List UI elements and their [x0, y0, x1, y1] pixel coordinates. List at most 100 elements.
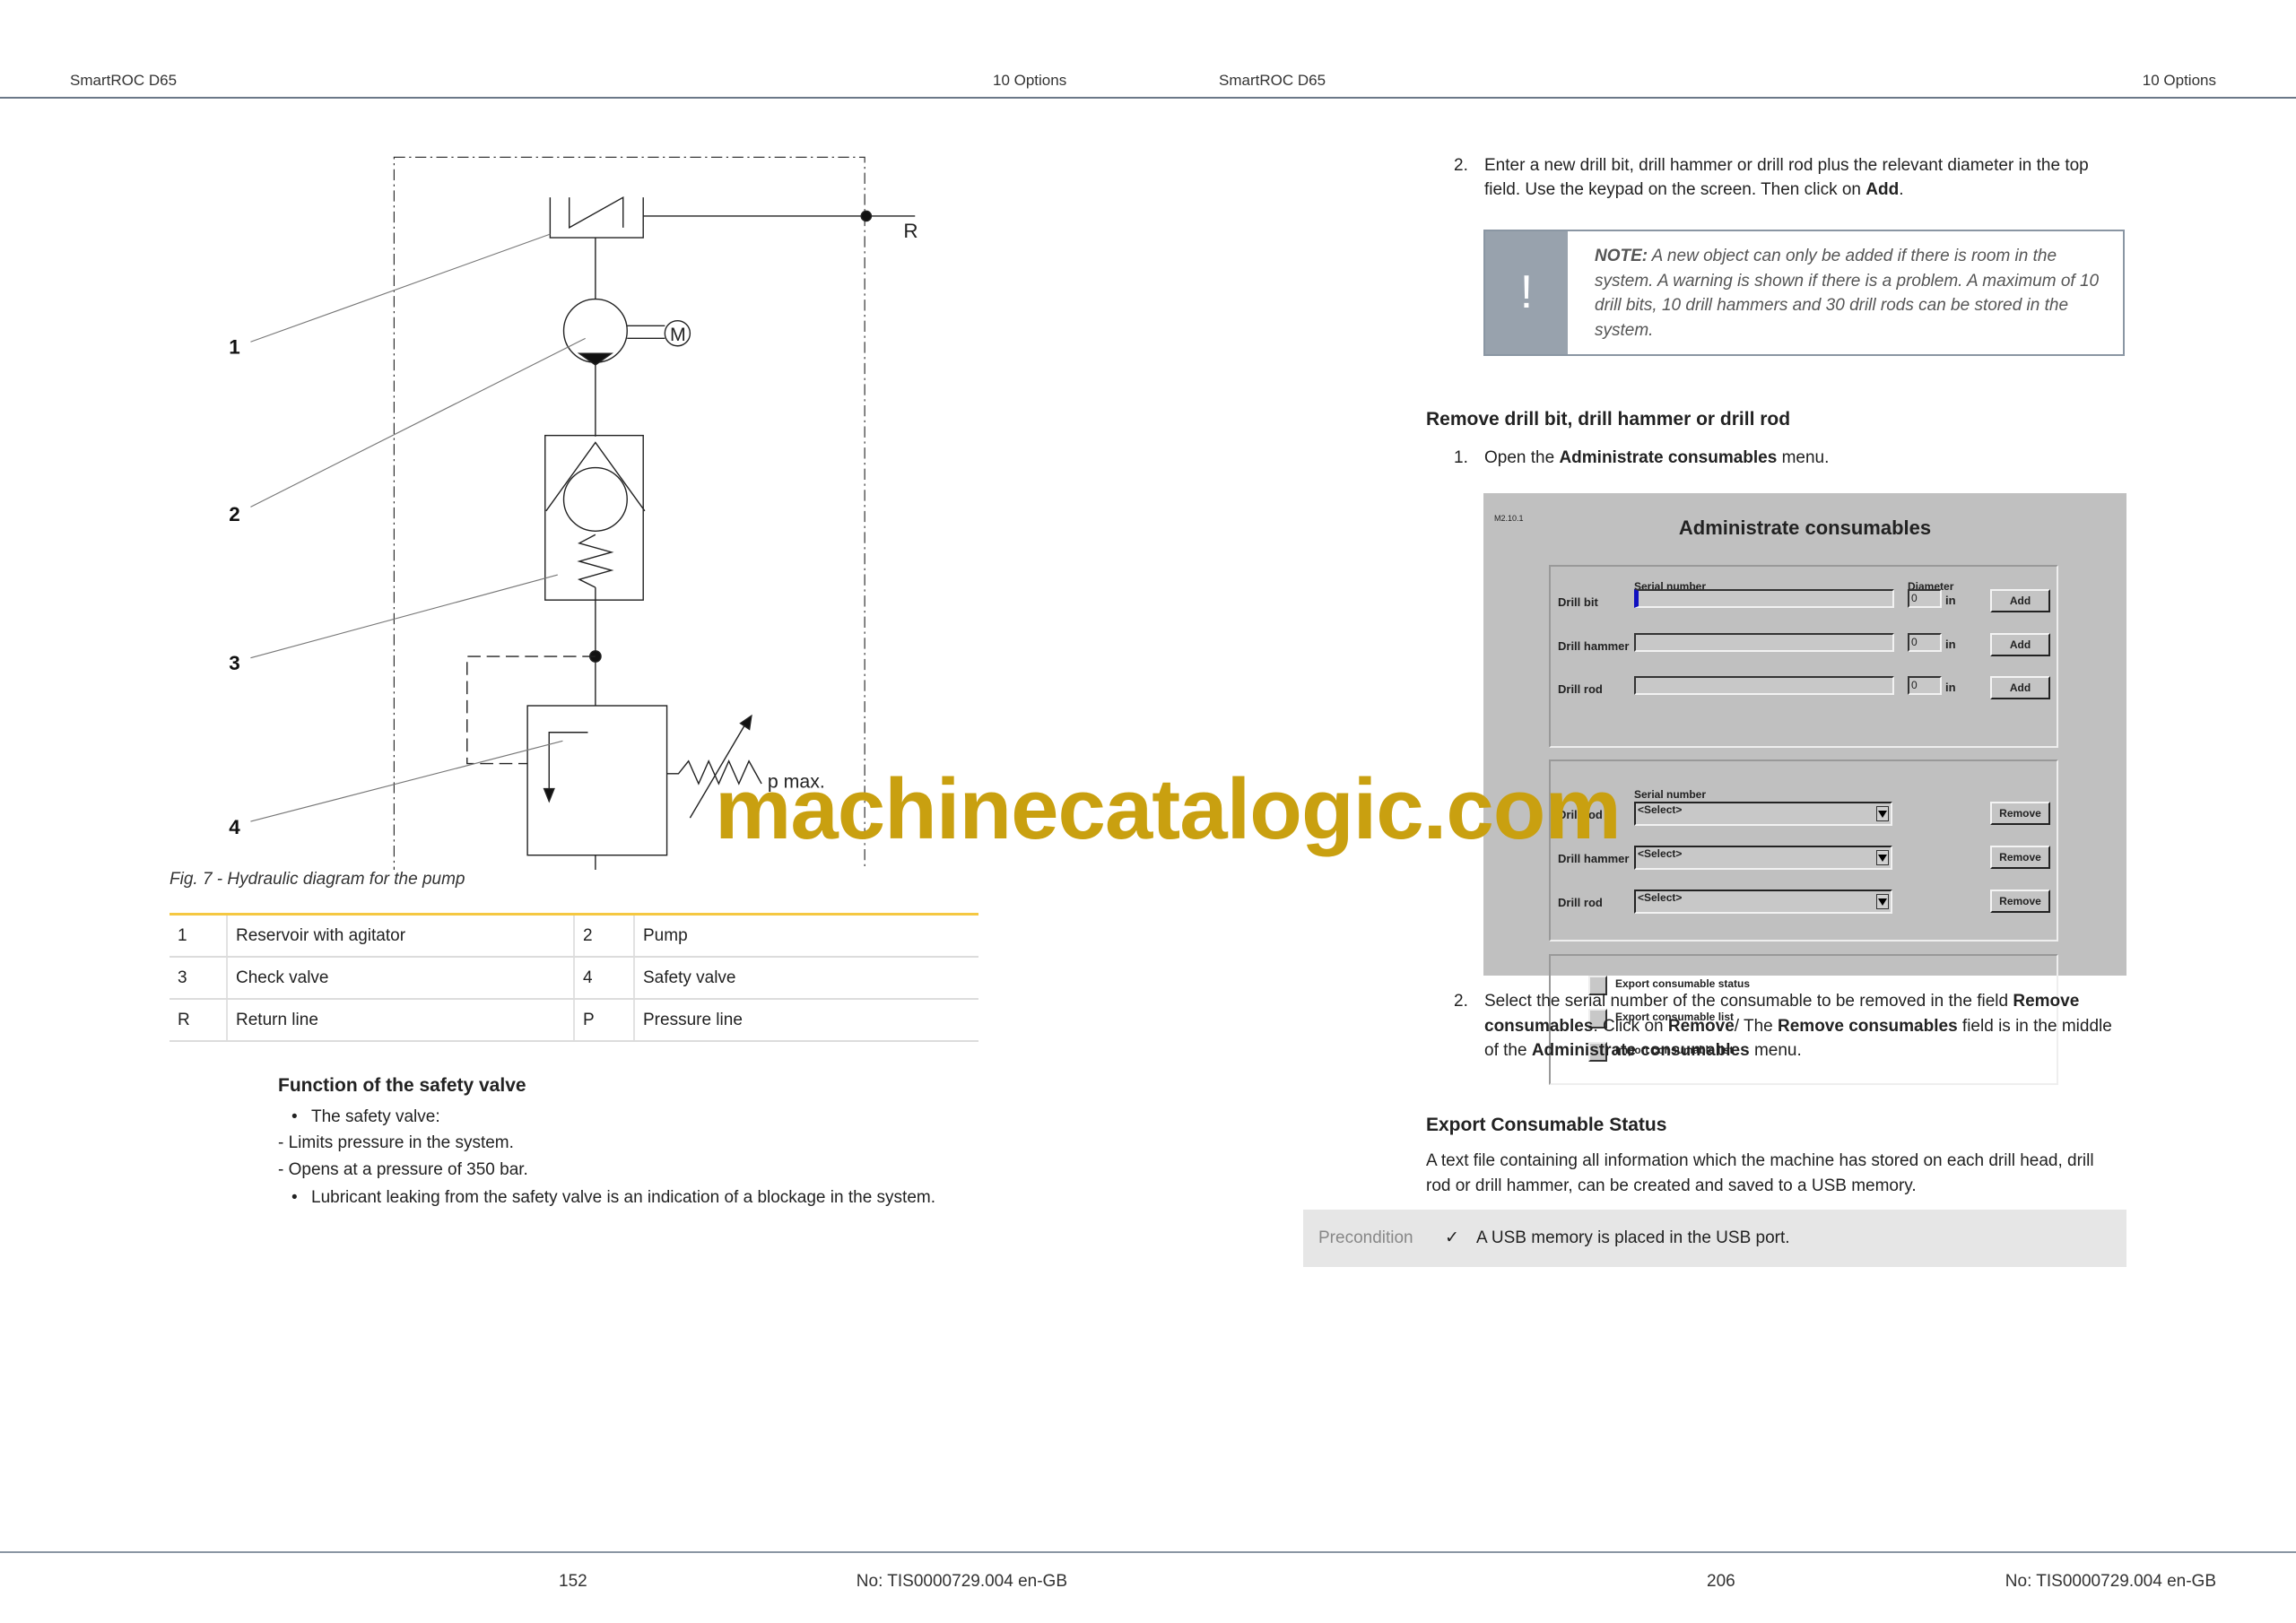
text: . Click on — [1593, 1017, 1668, 1036]
drill-hammer-diameter-input[interactable]: 0 — [1908, 633, 1942, 652]
add-drill-rod-button[interactable]: Add — [1990, 676, 2050, 699]
remove-drill-rod-button-2[interactable]: Remove — [1990, 890, 2050, 913]
export-list-checkbox[interactable] — [1588, 1009, 1607, 1028]
text: . — [1899, 180, 1904, 199]
chevron-down-icon[interactable] — [1876, 850, 1889, 865]
note-box: ! NOTE: A new object can only be added i… — [1483, 230, 2125, 356]
note-text: NOTE: A new object can only be added if … — [1595, 244, 2106, 343]
check-icon: ✓ — [1445, 1228, 1459, 1247]
precondition-box: Precondition ✓ A USB memory is placed in… — [1303, 1210, 2126, 1267]
figure-caption: Fig. 7 - Hydraulic diagram for the pump — [170, 870, 465, 889]
right-header-chapter: 10 Options — [2142, 72, 2216, 89]
emphasis: Administrate consumables — [1531, 1041, 1750, 1060]
step-text: field. Use the keypad on the screen. The… — [1484, 178, 1904, 203]
step-text: Open the Administrate consumables menu. — [1484, 446, 1829, 471]
step-number: 2. — [1454, 992, 1468, 1011]
callout-4: 4 — [229, 816, 240, 838]
drill-bit-serial-input[interactable] — [1634, 589, 1894, 608]
panel-title: Administrate consumables — [1678, 516, 1932, 539]
chevron-down-icon[interactable] — [1876, 894, 1889, 909]
chevron-down-icon[interactable] — [1876, 806, 1889, 821]
bullet-item: Lubricant leaking from the safety valve … — [311, 1188, 935, 1207]
legend-key: 3 — [170, 957, 228, 1000]
emphasis: Administrate consumables — [1559, 448, 1778, 467]
legend-key: 2 — [574, 913, 635, 958]
legend-value: Reservoir with agitator — [227, 913, 575, 958]
left-header-chapter: 10 Options — [993, 72, 1067, 89]
remove-group: Serial number Drill rod <Select> Remove … — [1549, 759, 2058, 942]
callout-3: 3 — [229, 652, 239, 674]
callout-leaders — [250, 233, 586, 822]
row-label: Drill hammer — [1558, 639, 1630, 653]
header-rule — [0, 97, 2296, 99]
select-value: <Select> — [1638, 847, 1683, 860]
remove-drill-hammer-select[interactable]: <Select> — [1634, 846, 1892, 870]
remove-drill-rod-button[interactable]: Remove — [1990, 802, 2050, 825]
legend-value: Pressure line — [634, 999, 978, 1042]
right-page-number: 206 — [1707, 1572, 1735, 1591]
step-text: consumables. Click on Remove/ The Remove… — [1484, 1014, 2112, 1039]
export-import-group: Export consumable status Export consumab… — [1549, 954, 2058, 1085]
emphasis: Remove — [1667, 1017, 1735, 1036]
text: of the — [1484, 1041, 1532, 1060]
emphasis: Remove — [2013, 992, 2080, 1011]
serial-header: Serial number — [1634, 788, 1707, 801]
export-heading: Export Consumable Status — [1426, 1115, 1667, 1135]
text: field. Use the keypad on the screen. The… — [1484, 180, 1866, 199]
check-valve-symbol — [544, 434, 646, 601]
left-page-number: 152 — [559, 1572, 587, 1591]
pilot-line — [466, 655, 596, 765]
text: Select the serial number of the consumab… — [1484, 992, 2013, 1011]
safety-valve-symbol — [526, 705, 762, 856]
step-text: of the Administrate consumables menu. — [1484, 1038, 1802, 1063]
step-number: 1. — [1454, 448, 1468, 467]
paragraph-line: rod or drill hammer, can be created and … — [1426, 1176, 1917, 1195]
text: field is in the middle — [1957, 1017, 2112, 1036]
bullet-marker: • — [291, 1107, 298, 1126]
remove-drill-hammer-button[interactable]: Remove — [1990, 846, 2050, 869]
row-label: Drill bit — [1558, 595, 1598, 609]
dash-item: - Opens at a pressure of 350 bar. — [278, 1160, 528, 1179]
bullet-marker: • — [291, 1188, 298, 1207]
export-status-checkbox[interactable] — [1588, 976, 1607, 995]
drill-rod-serial-input[interactable] — [1634, 676, 1894, 695]
remove-drill-rod-select-2[interactable]: <Select> — [1634, 890, 1892, 914]
add-drill-bit-button[interactable]: Add — [1990, 589, 2050, 612]
checkbox-label: Import consumable list — [1615, 1044, 1734, 1056]
pump-symbol: M — [562, 298, 691, 366]
legend-value: Return line — [227, 999, 575, 1042]
drill-rod-diameter-input[interactable]: 0 — [1908, 676, 1942, 695]
drill-bit-diameter-input[interactable]: 0 — [1908, 589, 1942, 608]
left-doc-number: No: TIS0000729.004 en-GB — [856, 1572, 1067, 1591]
paragraph-line: A text file containing all information w… — [1426, 1151, 2094, 1170]
unit-label: in — [1945, 681, 1956, 694]
drill-hammer-serial-input[interactable] — [1634, 633, 1894, 652]
hydraulic-diagram: R M p max. p 1 2 3 4 — [229, 156, 918, 870]
emphasis: Add — [1866, 180, 1900, 199]
callout-2: 2 — [229, 503, 239, 525]
left-header-title: SmartROC D65 — [70, 72, 178, 89]
note-label: NOTE: — [1595, 247, 1648, 265]
row-label: Drill rod — [1558, 808, 1603, 821]
row-label: Drill rod — [1558, 896, 1603, 909]
text: / The — [1734, 1017, 1779, 1036]
text: menu. — [1777, 448, 1830, 467]
admin-consumables-screenshot: M2.10.1 Administrate consumables Serial … — [1483, 493, 2126, 1085]
motor-label: M — [670, 324, 686, 345]
checkbox-label: Export consumable status — [1615, 977, 1751, 990]
step-text: Select the serial number of the consumab… — [1484, 989, 2079, 1014]
remove-drill-rod-select[interactable]: <Select> — [1634, 802, 1892, 826]
checkbox-label: Export consumable list — [1615, 1011, 1735, 1023]
callout-1: 1 — [229, 336, 239, 359]
text: menu. — [1749, 1041, 1802, 1060]
right-doc-number: No: TIS0000729.004 en-GB — [2005, 1572, 2216, 1591]
return-junction — [860, 210, 873, 222]
precondition-label: Precondition — [1318, 1228, 1413, 1247]
legend-value: Safety valve — [634, 957, 978, 1000]
row-label: Drill rod — [1558, 682, 1603, 696]
import-list-checkbox[interactable] — [1588, 1042, 1607, 1062]
select-value: <Select> — [1638, 891, 1683, 904]
table-row: 1 Reservoir with agitator 2 Pump — [170, 913, 978, 958]
table-row: R Return line P Pressure line — [170, 999, 978, 1042]
add-drill-hammer-button[interactable]: Add — [1990, 633, 2050, 656]
